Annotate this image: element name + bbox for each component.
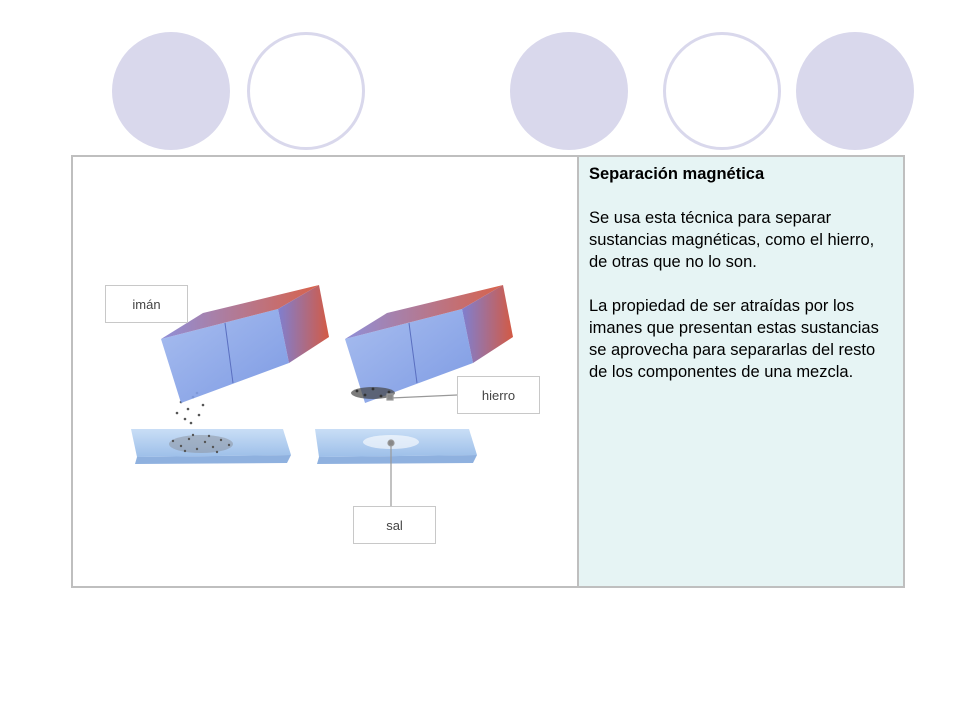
right-magnet [345, 285, 513, 403]
section-heading: Separación magnética [589, 165, 765, 183]
left-magnet [161, 285, 329, 403]
decorative-circle-1 [112, 32, 230, 150]
label-sal: sal [353, 506, 436, 544]
content-table: imán hierro sal Separación magnética Se … [71, 155, 905, 588]
label-iman: imán [105, 285, 188, 323]
paragraph-2: La propiedad de ser atraídas por los ima… [589, 297, 879, 381]
left-mixture-particles [169, 433, 233, 454]
label-hierro: hierro [457, 376, 540, 414]
decorative-circle-5 [796, 32, 914, 150]
decorative-circle-3 [510, 32, 628, 150]
illustration-cell: imán hierro sal [73, 157, 579, 586]
attracted-iron-particles [351, 387, 395, 399]
right-paper [315, 429, 477, 464]
decorative-circle-2 [247, 32, 365, 150]
paragraph-1: Se usa esta técnica para separar sustanc… [589, 209, 875, 271]
text-cell: Separación magnética Se usa esta técnica… [579, 157, 903, 586]
magnetic-separation-illustration [131, 285, 513, 506]
leader-lines [386, 393, 458, 506]
decorative-circle-4 [663, 32, 781, 150]
